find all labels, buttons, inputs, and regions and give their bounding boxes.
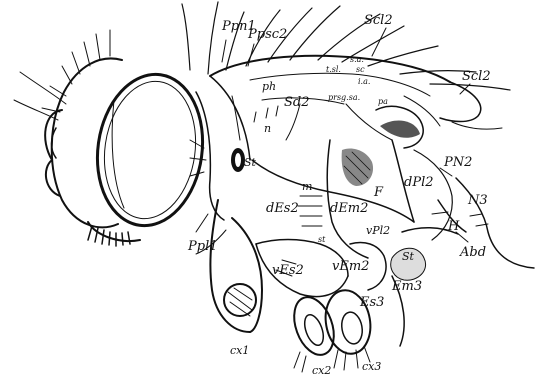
label-dpl2: dPl2: [404, 175, 434, 190]
label-pa: pa: [378, 97, 388, 106]
label-vem2: vEm2: [332, 259, 369, 274]
label-sd2: Sd2: [284, 95, 310, 110]
label-des2: dEs2: [266, 201, 299, 216]
label-st-leg: St: [402, 250, 415, 263]
label-n3: N3: [467, 193, 488, 208]
compound-eye: [88, 68, 212, 233]
label-ia: i.a.: [358, 77, 370, 86]
label-em3: Em3: [391, 279, 422, 294]
neck-region: [190, 76, 250, 220]
label-ppsc2: Ppsc2: [247, 27, 287, 42]
label-f: F: [373, 185, 384, 200]
label-ppl1: Ppl1: [187, 239, 218, 254]
label-m: m: [302, 180, 312, 193]
label-ph: ph: [262, 80, 276, 93]
label-scl2-top: Scl2: [364, 13, 393, 28]
label-abd: Abd: [459, 245, 486, 260]
label-st-thorax: St: [244, 156, 257, 169]
mid-hind-coxae: [287, 276, 404, 372]
head: [14, 30, 140, 246]
label-ves2: vEs2: [272, 263, 304, 278]
label-cx1: cx1: [230, 344, 249, 357]
label-es3: Es3: [359, 295, 384, 310]
label-vpl2: vPl2: [366, 224, 390, 237]
label-cx2: cx2: [312, 364, 331, 376]
label-cx3: cx3: [362, 360, 381, 373]
label-h: H: [447, 219, 460, 234]
label-tsl: t.sl.: [326, 65, 341, 74]
scutellum: [376, 106, 502, 148]
label-scl2-right: Scl2: [462, 69, 491, 84]
fore-coxa: [196, 200, 262, 332]
label-st-small: st: [318, 235, 326, 244]
label-sa: s.a.: [350, 55, 364, 64]
label-n: n: [264, 122, 271, 135]
label-sc: sc: [356, 65, 365, 74]
label-prsgsa: prsg.sa.: [328, 93, 360, 102]
label-dem2: dEm2: [330, 201, 368, 216]
label-pn2: PN2: [443, 155, 472, 170]
